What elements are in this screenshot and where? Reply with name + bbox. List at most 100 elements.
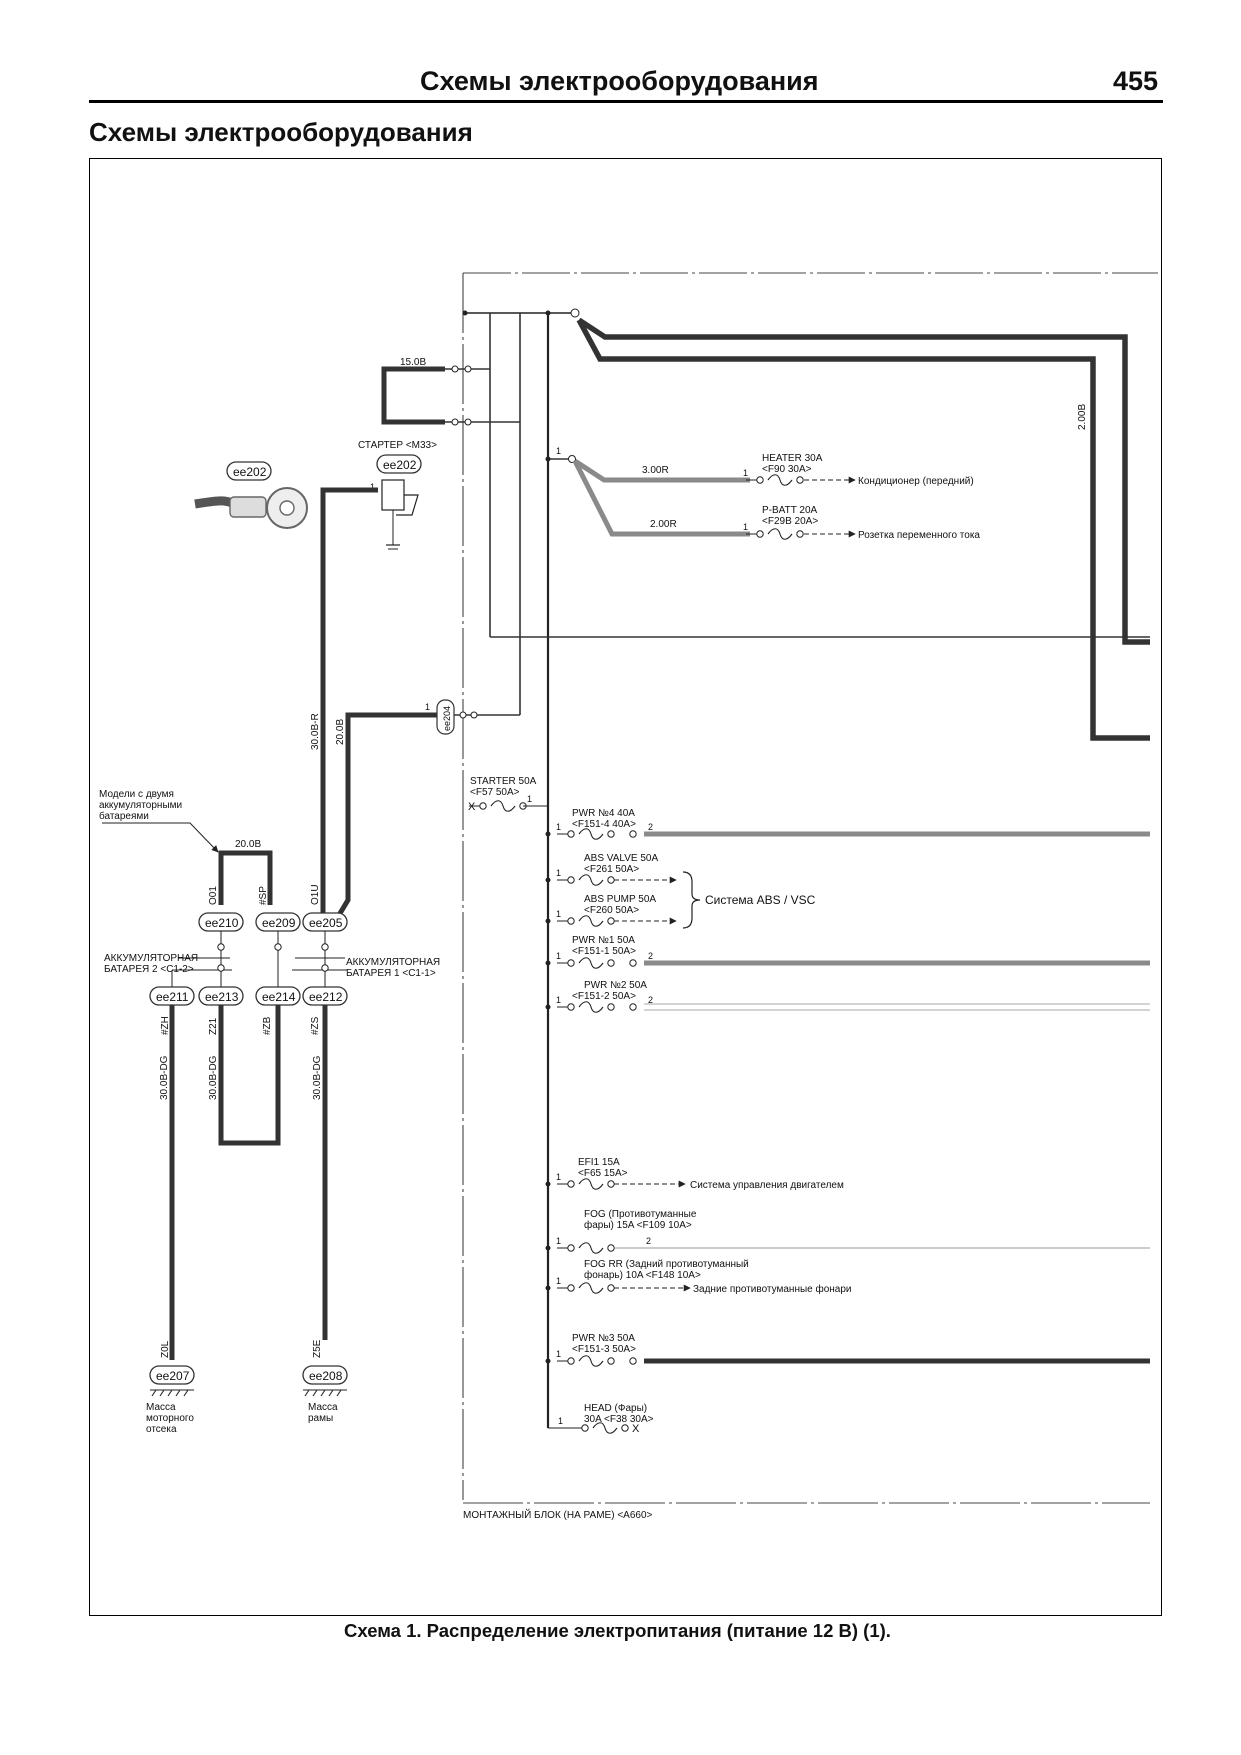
- starter-fuse-x: X: [468, 801, 476, 813]
- wire-pbatt: [572, 459, 750, 537]
- ground-symbol-frame: [303, 1389, 347, 1397]
- ground-wire-b-label: 30.0B-DG: [208, 1055, 219, 1100]
- pin-sp: #SP: [258, 886, 269, 905]
- svg-text:1: 1: [556, 1276, 561, 1286]
- figure-caption: Схема 1. Распределение электропитания (п…: [344, 1620, 891, 1641]
- svg-text:PWR №2 50A: PWR №2 50A: [584, 980, 647, 991]
- pin-z0l: Z0L: [160, 1340, 171, 1358]
- connector-ee204: [436, 699, 455, 735]
- connector-ee207: ee207: [149, 1365, 195, 1385]
- abs-brace: [682, 871, 701, 929]
- svg-text:1: 1: [556, 951, 561, 961]
- pbatt-fuse-name: P-BATT 20A: [762, 505, 818, 516]
- wire-30b-r: [320, 487, 378, 930]
- ground-wire-c-label: 30.0B-DG: [312, 1055, 323, 1100]
- heater-fuse-pin: 1: [743, 468, 748, 478]
- svg-text:<F151-1 50A>: <F151-1 50A>: [572, 946, 636, 957]
- svg-text:Задние противотуманные фонари: Задние противотуманные фонари: [693, 1283, 852, 1295]
- running-title: Схемы электрооборудования: [420, 66, 819, 96]
- connector-ee208: ee208: [302, 1365, 348, 1385]
- abs-system-label: Система ABS / VSC: [705, 893, 816, 907]
- connector-ee210: ee210: [198, 912, 244, 932]
- starter-label: СТАРТЕР <M33>: [358, 440, 437, 451]
- svg-text:30A <F38 30A>: 30A <F38 30A>: [584, 1414, 654, 1425]
- battery-stubs: [171, 931, 347, 990]
- row-pwr4: 1 2 PWR №4 40A <F151-4 40A>: [545, 808, 1150, 840]
- output-wire-b: [576, 318, 1150, 741]
- wire-label-20b-ee204: 20.0B: [335, 719, 346, 745]
- heater-fuse: [745, 474, 804, 486]
- page-number: 455: [1113, 66, 1159, 96]
- svg-text:ee212: ee212: [309, 990, 343, 1004]
- svg-text:FOG (Противотуманные: FOG (Противотуманные: [584, 1209, 697, 1220]
- row-abs-valve: 1 ABS VALVE 50A <F261 50A>: [545, 853, 677, 886]
- svg-text:2: 2: [648, 822, 653, 832]
- pin-o01: O01: [208, 886, 219, 905]
- row-efi1: 1 EFI1 15A <F65 15A> Система управления …: [545, 1157, 844, 1191]
- svg-text:Система управления двигателем: Система управления двигателем: [690, 1180, 844, 1191]
- starter-fuse-code: <F57 50A>: [470, 787, 520, 798]
- svg-text:<F151-3 50A>: <F151-3 50A>: [572, 1344, 636, 1355]
- models-note-1: Модели с двумя: [99, 789, 174, 800]
- starter-pin: 1: [370, 482, 375, 492]
- svg-text:1: 1: [558, 1416, 563, 1426]
- svg-text:FOG RR (Задний противотуманный: FOG RR (Задний противотуманный: [584, 1259, 749, 1270]
- svg-text:PWR №3 50A: PWR №3 50A: [572, 1333, 635, 1344]
- svg-text:1: 1: [556, 822, 561, 832]
- connector-ee212: ee212: [302, 986, 348, 1006]
- wire-label-15b: 15.0B: [400, 357, 426, 368]
- svg-text:EFI1 15A: EFI1 15A: [578, 1157, 620, 1168]
- connector-ee213: ee213: [198, 986, 244, 1006]
- heater-load: Кондиционер (передний): [858, 476, 974, 487]
- row-fog: 1 2 FOG (Противотуманные фары) 15A <F109…: [545, 1209, 1150, 1254]
- svg-text:1: 1: [556, 1172, 561, 1182]
- svg-text:<F65 15A>: <F65 15A>: [578, 1168, 628, 1179]
- row-head: 1 X HEAD (Фары) 30A <F38 30A>: [548, 1403, 654, 1435]
- connector-ee209: ee209: [255, 912, 301, 932]
- block-label: МОНТАЖНЫЙ БЛОК (НА РАМЕ) <A660>: [463, 1508, 653, 1521]
- connector-ee202-ring: [226, 461, 272, 481]
- pin-z5e: Z5E: [312, 1339, 323, 1358]
- svg-text:ee208: ee208: [309, 1369, 343, 1383]
- ee204-pin: 1: [425, 702, 430, 712]
- heater-fuse-name: HEATER 30A: [762, 453, 823, 464]
- models-note-2: аккумуляторными: [99, 800, 182, 811]
- models-note-leader: [102, 822, 219, 853]
- svg-text:1: 1: [556, 868, 561, 878]
- mass-frame-2: рамы: [308, 1413, 333, 1424]
- connector-ee205: ee205: [302, 912, 348, 932]
- svg-text:<F260 50A>: <F260 50A>: [584, 905, 639, 916]
- svg-text:X: X: [632, 1423, 640, 1435]
- mass-frame-1: Масса: [308, 1402, 338, 1413]
- pbatt-fuse: [745, 528, 804, 540]
- wire-label-heater: 3.00R: [642, 465, 669, 476]
- svg-text:фонарь) 10A <F148 10A>: фонарь) 10A <F148 10A>: [584, 1269, 701, 1281]
- ring-terminal: [194, 487, 308, 529]
- svg-text:<F151-2 50A>: <F151-2 50A>: [572, 991, 636, 1002]
- header-rule: [89, 100, 1163, 103]
- pin-zh: #ZH: [160, 1016, 171, 1035]
- svg-text:2: 2: [646, 1236, 651, 1246]
- svg-text:1: 1: [556, 909, 561, 919]
- heater-pin-in: 1: [556, 446, 561, 456]
- svg-text:ee210: ee210: [205, 916, 239, 930]
- pin-z21: Z21: [208, 1017, 219, 1035]
- mass-engine-2: моторного: [146, 1413, 194, 1424]
- row-pwr1: 1 2 PWR №1 50A <F151-1 50A>: [545, 935, 1150, 969]
- svg-text:ee205: ee205: [309, 916, 343, 930]
- diagram-frame: [89, 158, 1162, 1616]
- svg-text:2: 2: [648, 995, 653, 1005]
- starter-fuse-pin: 1: [527, 794, 532, 804]
- svg-text:HEAD (Фары): HEAD (Фары): [584, 1403, 647, 1414]
- pin-zs: #ZS: [310, 1016, 321, 1035]
- ground-symbol-engine: [150, 1389, 194, 1397]
- jumper-label: 20.0B: [235, 839, 261, 850]
- wire-label-2b: 2.00B: [1077, 404, 1088, 430]
- battery2-line2: БАТАРЕЯ 2 <C1-2>: [104, 964, 194, 975]
- row-fogrr: 1 FOG RR (Задний противотуманный фонарь)…: [545, 1259, 852, 1295]
- starter-fuse-name: STARTER 50A: [470, 776, 537, 787]
- connector-ee202-starter-label: ee202: [383, 458, 417, 472]
- svg-text:1: 1: [556, 1236, 561, 1246]
- mass-engine-1: Масса: [146, 1402, 176, 1413]
- mass-engine-3: отсека: [146, 1424, 177, 1435]
